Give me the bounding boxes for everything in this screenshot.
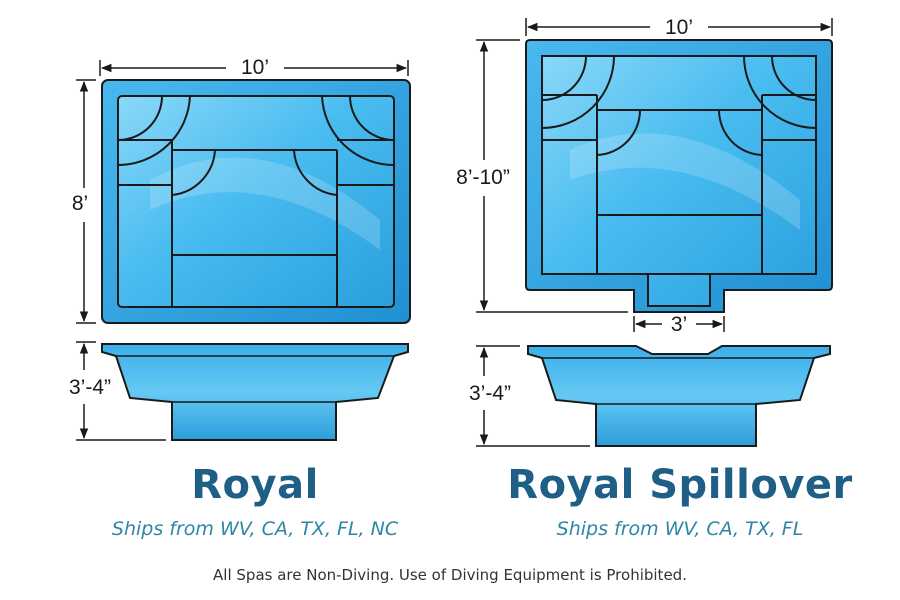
royal-width-label: 10’ bbox=[241, 56, 269, 79]
royal-width-dimension: 10’ bbox=[99, 56, 409, 79]
royal-side-view bbox=[101, 343, 409, 441]
royal-depth-label: 3’-4” bbox=[69, 376, 111, 399]
spillover-length-dimension: 8’-10” bbox=[456, 39, 628, 313]
spillover-model-name: Royal Spillover bbox=[507, 462, 853, 508]
royal-depth-dimension: 3’-4” bbox=[69, 341, 166, 441]
spillover-weir-label: 3’ bbox=[671, 313, 687, 336]
spillover-top-view bbox=[525, 39, 833, 313]
royal-length-dimension: 8’ bbox=[72, 79, 96, 324]
spillover-weir-dimension: 3’ bbox=[633, 313, 725, 336]
royal-ships-from: Ships from WV, CA, TX, FL, NC bbox=[111, 518, 399, 540]
royal-model-name: Royal bbox=[191, 462, 319, 508]
spillover-side-view bbox=[527, 345, 831, 447]
royal-top-view bbox=[101, 79, 411, 324]
safety-disclaimer: All Spas are Non-Diving. Use of Diving E… bbox=[213, 566, 687, 584]
spillover-depth-label: 3’-4” bbox=[469, 382, 511, 405]
spillover-ships-from: Ships from WV, CA, TX, FL bbox=[556, 518, 804, 540]
spillover-length-label: 8’-10” bbox=[456, 166, 510, 189]
spillover-width-label: 10’ bbox=[665, 16, 693, 39]
spillover-width-dimension: 10’ bbox=[525, 16, 833, 39]
royal-length-label: 8’ bbox=[72, 192, 88, 215]
spillover-depth-dimension: 3’-4” bbox=[469, 345, 590, 447]
